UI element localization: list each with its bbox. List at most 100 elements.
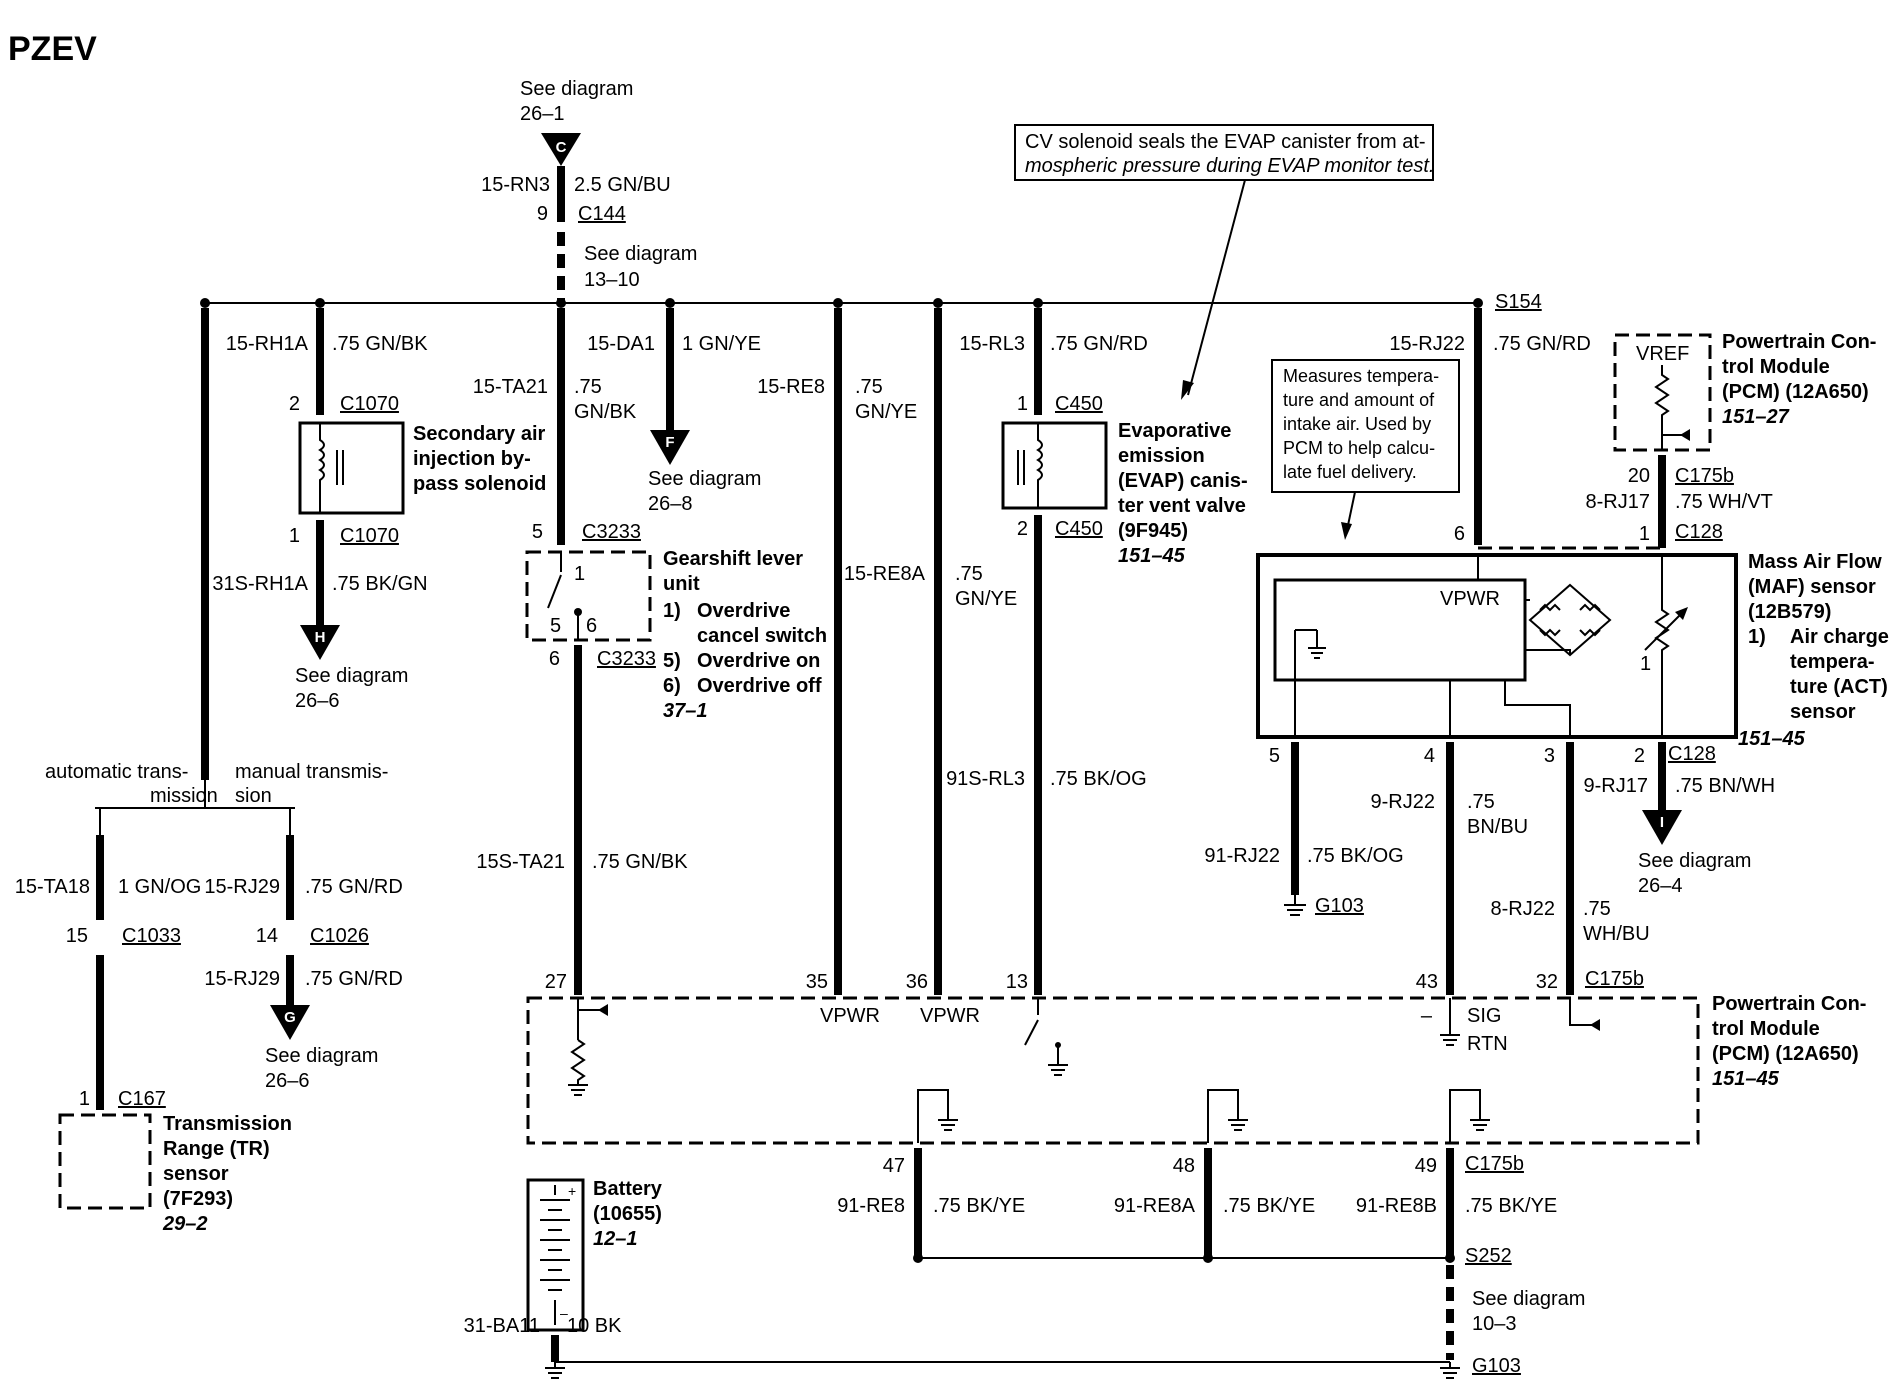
gearshift-name: Gearshift lever bbox=[663, 548, 803, 570]
evap-name: ter vent valve bbox=[1118, 495, 1246, 517]
connector-letter: C bbox=[556, 139, 567, 156]
circuit-label: 15-RL3 bbox=[959, 333, 1025, 355]
ground-circuits: 47 48 49 C175b 91-RE8 .75 BK/YE 91-RE8A … bbox=[555, 1148, 1585, 1379]
auto-trans-label: mission bbox=[150, 785, 218, 807]
ground-icon bbox=[1284, 895, 1306, 916]
pcm-name: trol Module bbox=[1712, 1018, 1820, 1040]
pin-label: 13 bbox=[1006, 971, 1028, 993]
connector-label: C450 bbox=[1055, 518, 1103, 540]
evap-name: (EVAP) canis- bbox=[1118, 470, 1248, 492]
splice-dot bbox=[665, 298, 675, 308]
circuit-label: 91-RE8 bbox=[837, 1195, 905, 1217]
wire-label: BN/BU bbox=[1467, 816, 1528, 838]
vref-label: VREF bbox=[1636, 343, 1689, 365]
page-title: PZEV bbox=[8, 30, 97, 68]
splice-dot bbox=[200, 298, 210, 308]
evap-branch: 15-RL3 .75 GN/RD 1 C450 Evaporative emis… bbox=[946, 308, 1248, 995]
solenoid-name: injection by- bbox=[413, 448, 531, 470]
wire-label: .75 GN/RD bbox=[305, 968, 403, 990]
connector-label: C1070 bbox=[340, 393, 399, 415]
wire-label: .75 bbox=[574, 376, 602, 398]
tr-sensor-name: Transmission bbox=[163, 1113, 292, 1135]
item-text: sensor bbox=[1790, 701, 1856, 723]
wire-label: .75 GN/BK bbox=[332, 333, 428, 355]
pin-label: 6 bbox=[549, 648, 560, 670]
internal-ground-icon bbox=[917, 1089, 958, 1143]
variable-arrow bbox=[1644, 609, 1686, 651]
tr-sensor-name: (7F293) bbox=[163, 1188, 233, 1210]
item-text: tempera- bbox=[1790, 651, 1874, 673]
circuit-label: 15-TA18 bbox=[15, 876, 90, 898]
pcm-name: trol Module bbox=[1722, 356, 1830, 378]
wire-label: .75 BK/GN bbox=[332, 573, 428, 595]
pulldown-resistor-icon bbox=[570, 1039, 586, 1085]
circuit-label: 15-RJ22 bbox=[1389, 333, 1465, 355]
pin-label: 6 bbox=[1454, 523, 1465, 545]
pcm-main: – SIG RTN Powertrain Con- trol Module (P… bbox=[526, 993, 1866, 1145]
connector-label: C128 bbox=[1675, 521, 1723, 543]
pin-label: 4 bbox=[1424, 745, 1435, 767]
pin-label: 35 bbox=[806, 971, 828, 993]
see-diagram-label: See diagram bbox=[520, 78, 633, 100]
re8-branch: 15-RE8 .75 GN/YE 35 VPWR bbox=[757, 308, 917, 1027]
circuit-label: 9-RJ17 bbox=[1584, 775, 1648, 797]
maf-name: Mass Air Flow bbox=[1748, 551, 1882, 573]
circuit-label: 91-RE8A bbox=[1114, 1195, 1196, 1217]
splice-dot bbox=[933, 298, 943, 308]
tr-sensor-name: sensor bbox=[163, 1163, 229, 1185]
connector-h-marker bbox=[300, 625, 340, 660]
circuit-label: 9-RJ22 bbox=[1371, 791, 1435, 813]
internal-ground-icon bbox=[1449, 1089, 1490, 1143]
splice-dot bbox=[1473, 298, 1483, 308]
vpwr-label: VPWR bbox=[1440, 588, 1500, 610]
circuit-label: 91-RJ22 bbox=[1204, 845, 1280, 867]
item-num: 5) bbox=[663, 650, 681, 672]
pin-label: 6 bbox=[586, 615, 597, 637]
diagram-ref: 26–6 bbox=[265, 1070, 310, 1092]
pin-label: 2 bbox=[1634, 745, 1645, 767]
wire-label: .75 GN/RD bbox=[1493, 333, 1591, 355]
callout-text: Measures tempera- bbox=[1283, 366, 1439, 386]
rtn-label: RTN bbox=[1467, 1033, 1508, 1055]
pcm-name: Powertrain Con- bbox=[1712, 993, 1866, 1015]
pcm-ref: 151–45 bbox=[1712, 1068, 1780, 1090]
evap-valve-box bbox=[1001, 421, 1108, 510]
secondary-air-branch: 15-RH1A .75 GN/BK 2 C1070 Secondary air … bbox=[212, 308, 546, 712]
wire-label: .75 GN/RD bbox=[305, 876, 403, 898]
battery-name: (10655) bbox=[593, 1203, 662, 1225]
see-diagram-label: See diagram bbox=[648, 468, 761, 490]
item-text: Overdrive bbox=[697, 600, 790, 622]
bus-splices bbox=[200, 298, 1483, 308]
splice-dot bbox=[315, 298, 325, 308]
pcm-name: (PCM) (12A650) bbox=[1712, 1043, 1859, 1065]
splice-label: S252 bbox=[1465, 1245, 1512, 1267]
pin-label: 15 bbox=[66, 925, 88, 947]
coil-icon bbox=[1036, 423, 1043, 508]
pin-label: 27 bbox=[545, 971, 567, 993]
callout-arrow bbox=[1187, 179, 1246, 396]
maf-name: (MAF) sensor bbox=[1748, 576, 1876, 598]
connector-letter: H bbox=[315, 629, 326, 646]
wire-label: .75 BN/WH bbox=[1675, 775, 1775, 797]
item-text: ture (ACT) bbox=[1790, 676, 1888, 698]
arrow-head-icon bbox=[1675, 607, 1688, 620]
pin-label: 5 bbox=[550, 615, 561, 637]
sig-label: SIG bbox=[1467, 1005, 1501, 1027]
act-resistor-icon bbox=[1654, 555, 1670, 737]
bridge-lead bbox=[1525, 599, 1571, 655]
manual-trans-label: manual transmis- bbox=[235, 761, 388, 783]
coil-icon bbox=[318, 423, 325, 513]
transmission-branch: automatic trans- mission manual transmis… bbox=[15, 308, 403, 1235]
gearshift-name: unit bbox=[663, 573, 700, 595]
pin-label: 43 bbox=[1416, 971, 1438, 993]
internal-ground-icon bbox=[1207, 1089, 1248, 1143]
ground-icon bbox=[1440, 1362, 1460, 1379]
circuit-label: 15-TA21 bbox=[473, 376, 548, 398]
splice-s154-label: S154 bbox=[1495, 291, 1542, 313]
connector-label: C175b bbox=[1585, 968, 1644, 990]
sense-arrow-icon bbox=[598, 1004, 608, 1016]
pcm-pin-label: VPWR bbox=[920, 1005, 980, 1027]
wire-label: GN/YE bbox=[855, 401, 917, 423]
wire-label: .75 GN/BK bbox=[592, 851, 688, 873]
battery-name: Battery bbox=[593, 1178, 663, 1200]
